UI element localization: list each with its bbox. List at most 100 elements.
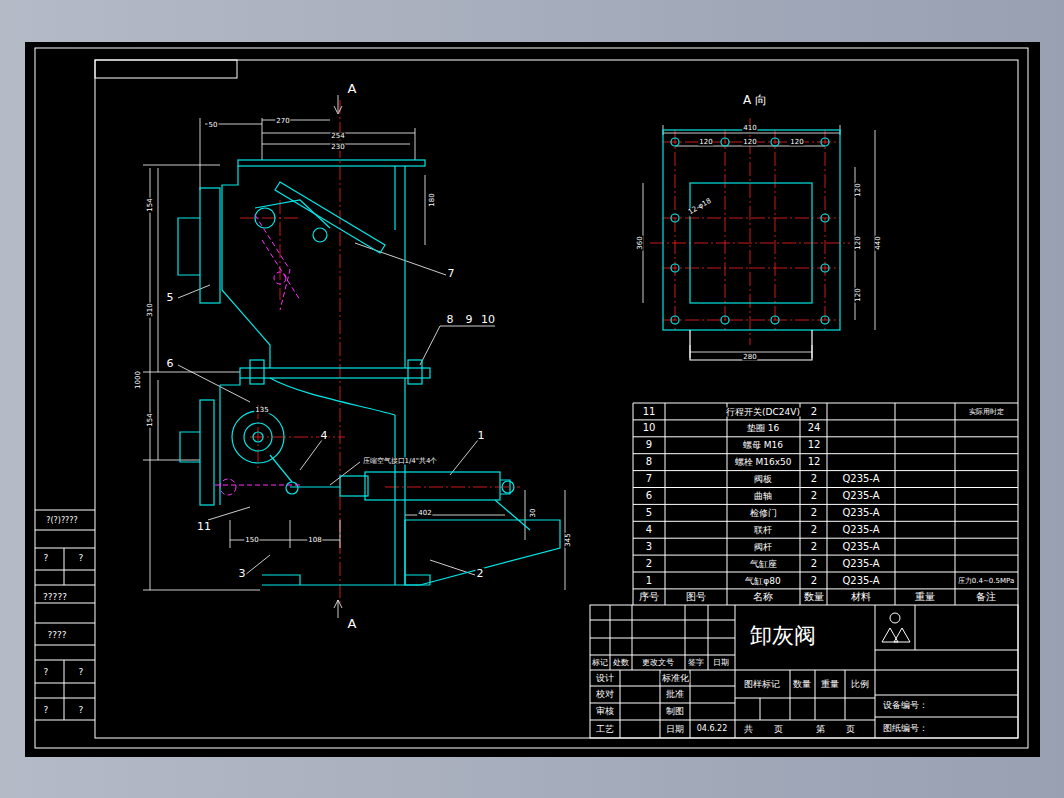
table-cell: 联杆 [753, 525, 773, 534]
dimension-lines [143, 95, 875, 618]
table-cell: 螺栓 M16x50 [734, 458, 793, 467]
title-block-cell: 日期 [665, 725, 685, 734]
title-block-cell: 数量 [792, 680, 812, 689]
title-block-cell: 设计 [595, 674, 615, 683]
margin-cell: ? [78, 706, 85, 715]
title-block-cell: 审核 [595, 707, 615, 716]
table-cell: 24 [807, 423, 822, 433]
table-cell: 气缸座 [749, 559, 778, 568]
title-block-cell: 制图 [665, 707, 685, 716]
callout-number: 4 [320, 430, 329, 441]
margin-cell: ???? [46, 631, 67, 640]
section-mark: A 向 [742, 94, 768, 106]
dimension: 180 [429, 192, 436, 207]
table-cell: 8 [645, 457, 653, 467]
table-cell: 2 [810, 474, 818, 484]
callout-number: 8 [446, 314, 455, 325]
parts-table [633, 403, 1018, 605]
table-cell: 阀板 [753, 475, 773, 484]
dimension: 30 [530, 508, 537, 519]
table-cell: 2 [810, 542, 818, 552]
sheet [25, 42, 1040, 757]
title-block-cell: 日期 [712, 659, 730, 667]
callout-number: 1 [477, 430, 486, 441]
table-cell: Q235-A [841, 525, 880, 535]
margin-cell: ? [43, 668, 50, 677]
table-cell: Q235-A [841, 508, 880, 518]
title-block-cell: 签字 [687, 659, 705, 667]
dimension: 108 [307, 537, 322, 544]
callout-number: 2 [476, 568, 485, 579]
dimension: 280 [742, 354, 757, 361]
title-block-cell: 04.6.22 [696, 725, 729, 733]
table-cell: 3 [645, 542, 653, 552]
dimension: 154 [147, 197, 154, 212]
title-block-cell: 工艺 [595, 725, 615, 734]
table-cell: 检修门 [749, 508, 778, 517]
dimension: 120 [855, 287, 862, 302]
callout-number: 6 [166, 358, 175, 369]
dimension: 310 [147, 302, 154, 317]
table-cell: 9 [645, 440, 653, 450]
dimension: 120 [698, 139, 713, 146]
table-cell: 1 [645, 576, 653, 586]
title-block-cell: 更改文号 [641, 659, 675, 667]
frame [35, 48, 1028, 748]
table-cell: 10 [642, 423, 657, 433]
title-block-cell: 标准化 [661, 674, 690, 683]
callout-number: 9 [465, 314, 474, 325]
dimension: 1000 [135, 370, 142, 390]
dimension: 50 [208, 122, 219, 129]
section-mark: A [347, 617, 358, 630]
title-block-cell: 标记 [591, 659, 609, 667]
title-block-cell: 图样标记 [743, 680, 781, 689]
dimension: 230 [330, 144, 345, 151]
table-cell: 数量 [803, 592, 825, 602]
margin-cell: ????? [42, 593, 68, 602]
section-mark: A [347, 82, 358, 95]
title-block-cell: 校对 [595, 690, 615, 699]
title-block-cell: 批准 [665, 690, 685, 699]
callout-number: 10 [480, 314, 496, 325]
title-block-cell: 第 [815, 725, 826, 734]
table-cell: 12 [807, 440, 822, 450]
title-block-cell: 页 [845, 725, 856, 734]
table-cell: 压力0.4~0.5MPa [957, 577, 1015, 584]
table-cell: Q235-A [841, 576, 880, 586]
dimension: 135 [254, 407, 269, 414]
dimension: 410 [742, 125, 757, 132]
title-block-cell: 比例 [850, 680, 870, 689]
title-block-cell: 设备编号： [882, 701, 929, 710]
table-cell: 2 [810, 576, 818, 586]
dimension: 120 [855, 182, 862, 197]
table-cell: 5 [645, 508, 653, 518]
table-cell: 2 [810, 508, 818, 518]
margin-cell: ? [78, 554, 85, 563]
note: 压缩空气接口1/4"共4个 [362, 458, 439, 465]
table-cell: 11 [642, 407, 657, 417]
dimension: 440 [875, 235, 882, 250]
table-cell: 备注 [975, 592, 997, 602]
table-cell: Q235-A [841, 474, 880, 484]
margin-cell: ? [43, 554, 50, 563]
table-cell: 2 [810, 407, 818, 417]
a-view [663, 130, 840, 360]
table-cell: Q235-A [841, 542, 880, 552]
dimension: 254 [330, 133, 345, 140]
table-cell: 2 [810, 491, 818, 501]
title-block-cell: 处数 [612, 659, 630, 667]
dimension: 360 [637, 235, 644, 250]
dimension: 12-φ18 [687, 197, 714, 217]
title-block-cell: 共 [743, 725, 754, 734]
margin-cell: ?(?)???? [45, 517, 79, 525]
table-cell: 6 [645, 491, 653, 501]
table-cell: 4 [645, 525, 653, 535]
table-cell: 实际用时定 [968, 408, 1005, 415]
table-cell: 重量 [914, 592, 936, 602]
hidden-parts [215, 215, 300, 495]
table-cell: 行程开关(DC24V) [725, 407, 801, 416]
table-cell: 2 [645, 559, 653, 569]
table-cell: Q235-A [841, 491, 880, 501]
callout-number: 11 [196, 521, 212, 532]
